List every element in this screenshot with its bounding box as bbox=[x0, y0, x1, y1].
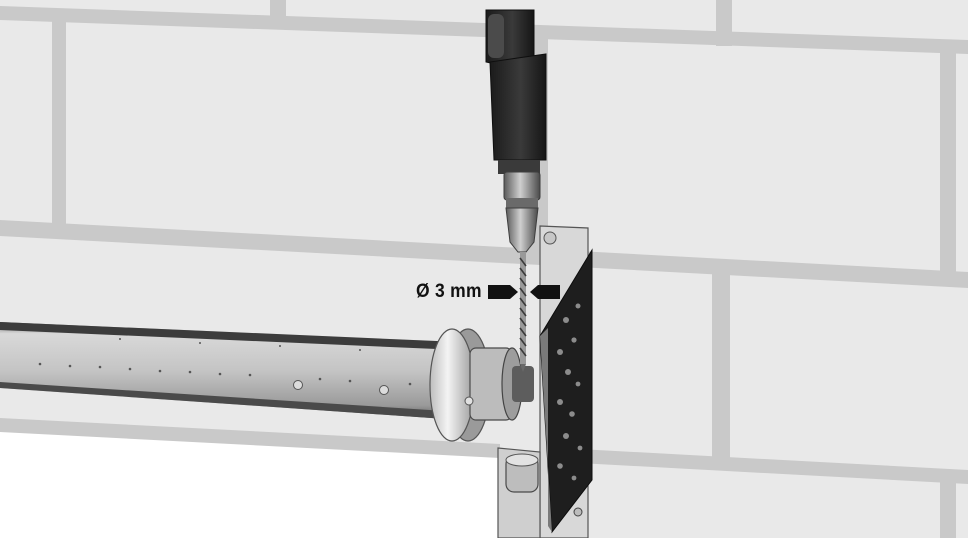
end-cap-screw bbox=[464, 396, 474, 406]
bracket-mounting-holes bbox=[557, 303, 583, 481]
bracket-bottom-screw bbox=[573, 507, 583, 517]
rail-top-edge bbox=[0, 322, 460, 350]
bracket-top-bolt bbox=[543, 231, 557, 245]
drill-handle-highlight bbox=[488, 14, 504, 58]
rail-screw-1 bbox=[293, 380, 303, 390]
bracket-lower-knob-face bbox=[505, 453, 539, 467]
bracket-front-bevel bbox=[540, 328, 552, 532]
drill-body bbox=[489, 53, 547, 161]
drill-diameter-label: Ø 3 mm bbox=[416, 281, 482, 302]
dimension-indicator bbox=[488, 285, 560, 299]
drill-chuck-upper bbox=[503, 171, 541, 201]
arrow-right-pointing-icon bbox=[488, 285, 518, 299]
drill-bit bbox=[519, 252, 527, 372]
rail-perforations bbox=[38, 338, 412, 386]
rail-screw-2 bbox=[379, 385, 389, 395]
end-cap bbox=[429, 328, 534, 442]
end-cap-spindle bbox=[512, 366, 534, 402]
wall-lower-fade bbox=[0, 430, 500, 538]
rail-bottom-edge bbox=[0, 382, 460, 420]
end-cap-face bbox=[429, 328, 475, 442]
drill-chuck-ring bbox=[506, 198, 538, 208]
wall-bracket bbox=[497, 225, 593, 538]
power-drill bbox=[485, 9, 547, 372]
rail-tube bbox=[0, 322, 460, 420]
arrow-left-pointing-icon bbox=[530, 285, 560, 299]
drill-collar bbox=[498, 160, 540, 174]
